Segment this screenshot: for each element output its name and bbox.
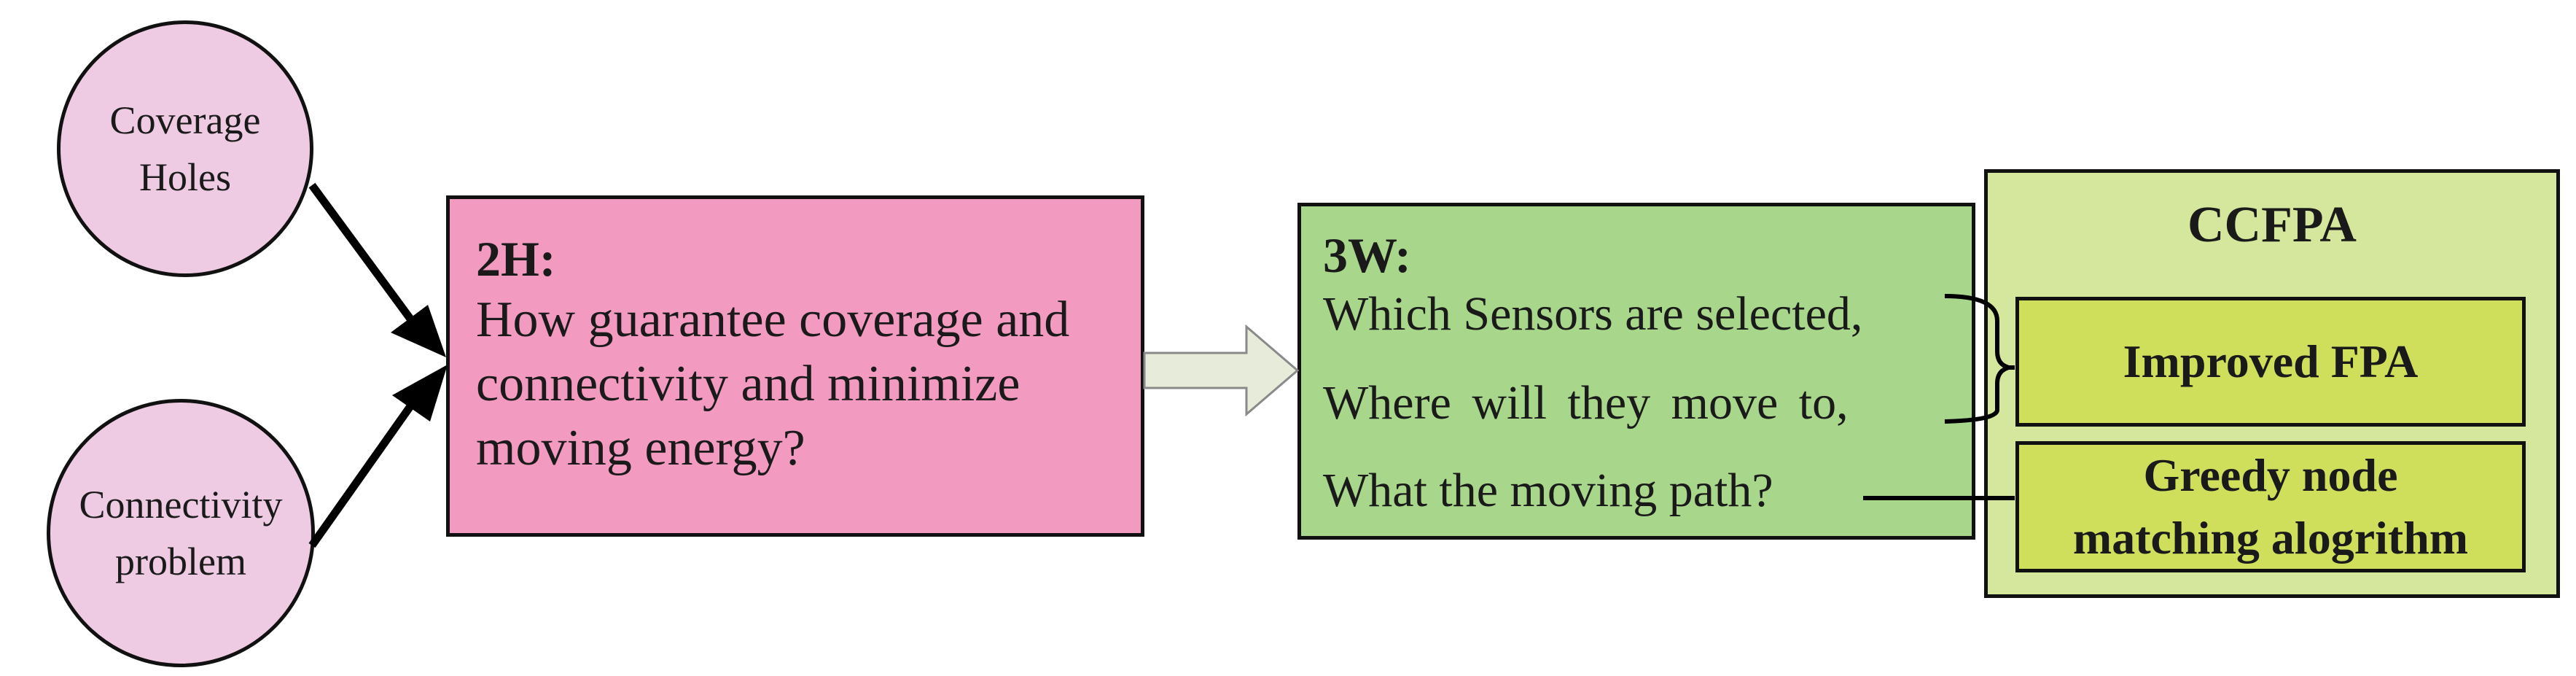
question-where-move: Where will they move to, bbox=[1323, 376, 1849, 430]
greedy-matching-box: Greedy node matching alogrithm bbox=[2015, 441, 2526, 572]
box-2h-line-3: moving energy? bbox=[476, 420, 805, 476]
coverage-holes-line2: Holes bbox=[139, 155, 231, 199]
box-2h: 2H: How guarantee coverage and connectiv… bbox=[446, 195, 1144, 537]
greedy-matching-line1: Greedy node bbox=[2143, 449, 2398, 501]
brace-icon bbox=[1944, 294, 2010, 424]
improved-fpa-label: Improved FPA bbox=[2123, 335, 2419, 387]
connectivity-problem-line1: Connectivity bbox=[79, 483, 283, 527]
arrow-coverage-to-2h bbox=[308, 182, 446, 357]
box-2h-heading: 2H: bbox=[476, 231, 556, 287]
box-3w: 3W: Which Sensors are selected, Where wi… bbox=[1297, 203, 1975, 540]
connectivity-problem-line2: problem bbox=[115, 540, 246, 583]
arrow-connectivity-to-2h bbox=[308, 365, 448, 548]
box-2h-line-1: How guarantee coverage and bbox=[476, 292, 1070, 348]
coverage-holes-node: Coverage Holes bbox=[57, 20, 313, 277]
improved-fpa-box: Improved FPA bbox=[2015, 297, 2526, 427]
question-moving-path: What the moving path? bbox=[1323, 464, 1773, 517]
ccfpa-title: CCFPA bbox=[2187, 197, 2357, 253]
box-3w-heading: 3W: bbox=[1323, 228, 1411, 283]
box-2h-line-2: connectivity and minimize bbox=[476, 356, 1020, 412]
ccfpa-box: CCFPA Improved FPA Greedy node matching … bbox=[1984, 169, 2560, 598]
connectivity-problem-node: Connectivity problem bbox=[47, 399, 315, 667]
coverage-holes-line1: Coverage bbox=[109, 98, 261, 142]
question-which-sensors: Which Sensors are selected, bbox=[1323, 287, 1863, 341]
greedy-matching-line2: matching alogrithm bbox=[2072, 512, 2469, 564]
arrow-2h-to-3w bbox=[1143, 324, 1300, 417]
